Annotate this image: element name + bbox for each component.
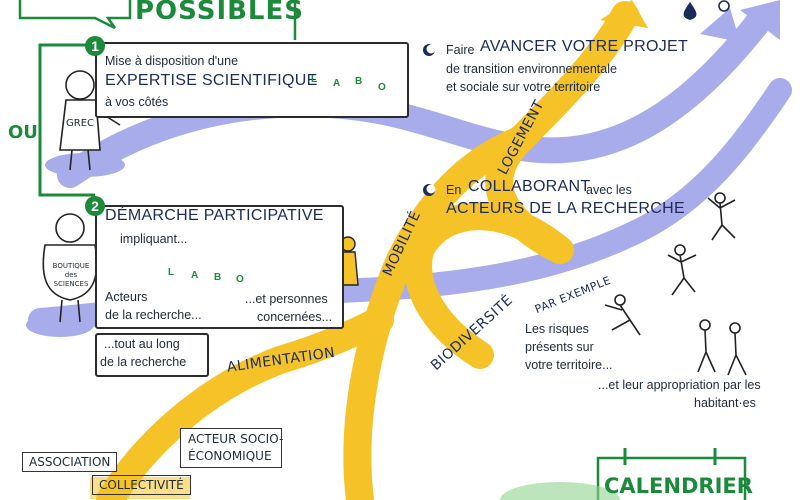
along-line1: ...tout au long: [104, 337, 180, 351]
calendar-frame: [596, 456, 747, 500]
risks-line4: ...et leur appropriation par les: [598, 378, 761, 392]
boutique-person-illustration: [42, 213, 98, 323]
risks-line3: votre territoire...: [525, 358, 613, 372]
page-title: POSSIBLES: [135, 0, 304, 26]
eye-icon: [718, 0, 730, 12]
risks-line1: Les risques: [525, 322, 589, 336]
green-connector-bracket: [38, 43, 95, 197]
advance-line1-small: Faire: [446, 43, 475, 57]
labo-letter: L: [168, 267, 175, 278]
along-research-box: [95, 333, 209, 377]
crescent-moon-icon: [423, 184, 436, 196]
step-1-line2: EXPERTISE SCIENTIFIQUE: [105, 72, 318, 89]
persons-line2: concernées...: [257, 310, 333, 324]
people-stick-figures: [604, 192, 747, 376]
yellow-ribbon-biodiversite: [404, 202, 574, 369]
along-line2: de la recherche: [100, 355, 187, 369]
highlight-collectivite: [90, 477, 190, 499]
boutique-label: BOUTIQUE des SCIENCES: [52, 262, 90, 288]
labo-letter: O: [378, 82, 386, 93]
step-2-number: 2: [85, 196, 105, 216]
arrow-head-lavender-1: [700, 8, 740, 42]
risks-line5: habitant·es: [694, 396, 756, 410]
labo-letter: A: [333, 78, 341, 89]
lavender-ribbon: [57, 7, 773, 188]
yellow-ribbon-mobilite: [343, 126, 534, 500]
step-1-line3: à vos côtés: [105, 95, 169, 109]
collab-line1-big: COLLABORANT: [468, 178, 591, 195]
labo-letter: L: [311, 74, 318, 85]
partner-acteur-line2: ÉCONOMIQUE: [188, 449, 272, 463]
step-2-line2: impliquant...: [120, 232, 188, 246]
collab-line1-tail: avec les: [586, 183, 632, 197]
partner-acteur-box: [180, 428, 282, 468]
labo-letter: B: [355, 76, 363, 87]
advance-line1-big: AVANCER VOTRE PROJET: [480, 38, 689, 55]
partner-acteur-line1: ACTEUR SOCIO-: [188, 432, 284, 446]
title-speech-bubble: [18, 0, 132, 30]
water-drop-icon: [683, 2, 697, 20]
connector-or-label: OU: [8, 122, 38, 143]
grec-base: [45, 153, 125, 177]
grec-person-illustration: [59, 70, 121, 171]
yellow-ribbon-alimentation: [96, 306, 394, 500]
partner-association: ASSOCIATION: [22, 452, 118, 472]
calendar-base: [500, 482, 620, 500]
labo-letter: A: [191, 270, 199, 281]
actors-line2: de la recherche...: [105, 308, 202, 322]
partner-collectivite: COLLECTIVITÉ: [92, 475, 191, 495]
step-2-line1: DÉMARCHE PARTICIPATIVE: [105, 207, 324, 224]
step-1-box: [95, 42, 409, 118]
actors-line1: Acteurs: [105, 290, 148, 304]
advance-line2: de transition environnementale: [446, 62, 617, 76]
collab-line1-small: En: [446, 183, 462, 197]
persons-line1: ...et personnes: [245, 292, 328, 306]
arrow-head-lavender-2: [740, 0, 780, 40]
collab-line2: ACTEURS DE LA RECHERCHE: [446, 200, 685, 217]
labo-letter: B: [214, 272, 222, 283]
calendar-label: CALENDRIER: [604, 474, 753, 498]
labo-letter: O: [236, 274, 244, 285]
step-1-line1: Mise à disposition d'une: [105, 54, 239, 68]
step-1-number: 1: [85, 36, 105, 56]
arrow-head-yellow: [600, 0, 648, 28]
boutique-base: [26, 313, 94, 337]
crescent-moon-icon: [423, 44, 436, 56]
grec-label: GREC: [66, 118, 94, 129]
risks-line2: présents sur: [525, 340, 594, 354]
step-2-box: [95, 205, 344, 329]
advance-line3: et sociale sur votre territoire: [446, 80, 601, 94]
